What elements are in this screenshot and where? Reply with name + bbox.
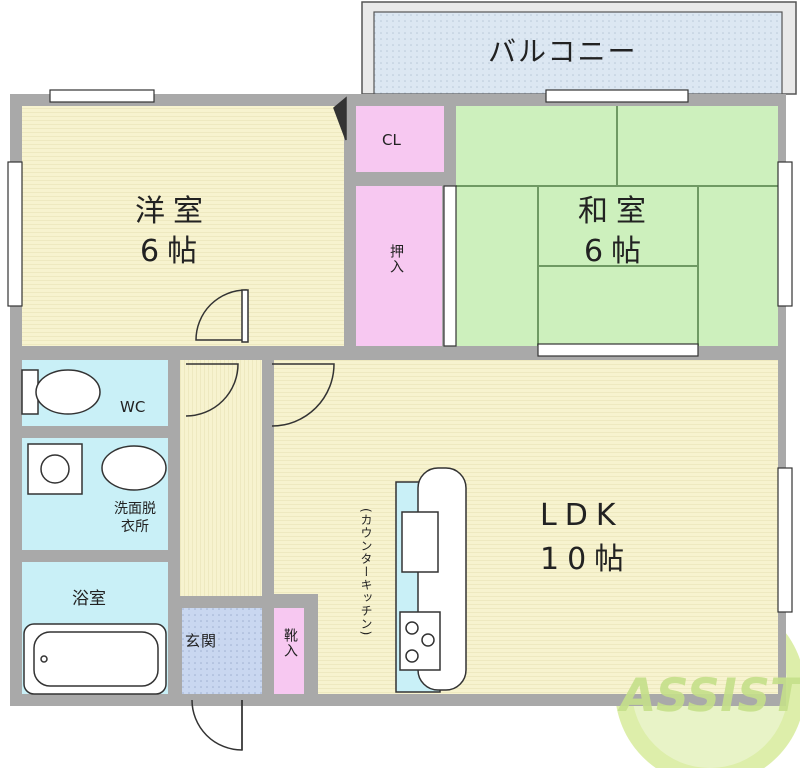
western-room-size: 6帖 xyxy=(140,234,206,269)
ldk-floor-lower xyxy=(318,594,778,694)
kitchen-label: (カウンターキッチン) xyxy=(359,508,373,637)
oshiire-label: 押入 xyxy=(388,244,404,274)
ldk-size: 10帖 xyxy=(540,542,633,577)
japanese-room-name: 和室 xyxy=(578,194,654,229)
western-room-floor xyxy=(22,106,344,346)
ldk-name: LDK xyxy=(540,498,624,533)
shoe-closet-label: 靴入 xyxy=(282,628,298,658)
genkan-label: 玄関 xyxy=(185,632,218,650)
genkan-entrance xyxy=(182,608,262,694)
hallway-floor xyxy=(180,360,262,596)
kitchen-counter xyxy=(395,467,467,693)
oshiire-closet xyxy=(356,186,442,346)
washroom-label: 洗面脱衣所 xyxy=(114,501,156,535)
japanese-room-size: 6帖 xyxy=(584,234,650,269)
washer-icon xyxy=(27,443,83,495)
western-room-name: 洋室 xyxy=(135,194,211,229)
ldk-floor xyxy=(274,360,778,594)
doors xyxy=(185,96,347,751)
bath-label: 浴室 xyxy=(72,589,106,609)
windows xyxy=(7,89,793,613)
balcony xyxy=(361,1,797,95)
bathtub-icon xyxy=(23,623,167,695)
japanese-room-tatami xyxy=(456,106,778,346)
balcony-label: バルコニー xyxy=(488,35,638,68)
toilet-icon xyxy=(21,369,101,415)
closet-cl xyxy=(356,106,444,172)
assist-watermark-text: ASSIST xyxy=(615,668,800,722)
sink-icon xyxy=(101,445,167,491)
closet-label: CL xyxy=(382,131,401,149)
wc-label: WC xyxy=(120,398,146,416)
shoe-closet xyxy=(274,608,304,694)
